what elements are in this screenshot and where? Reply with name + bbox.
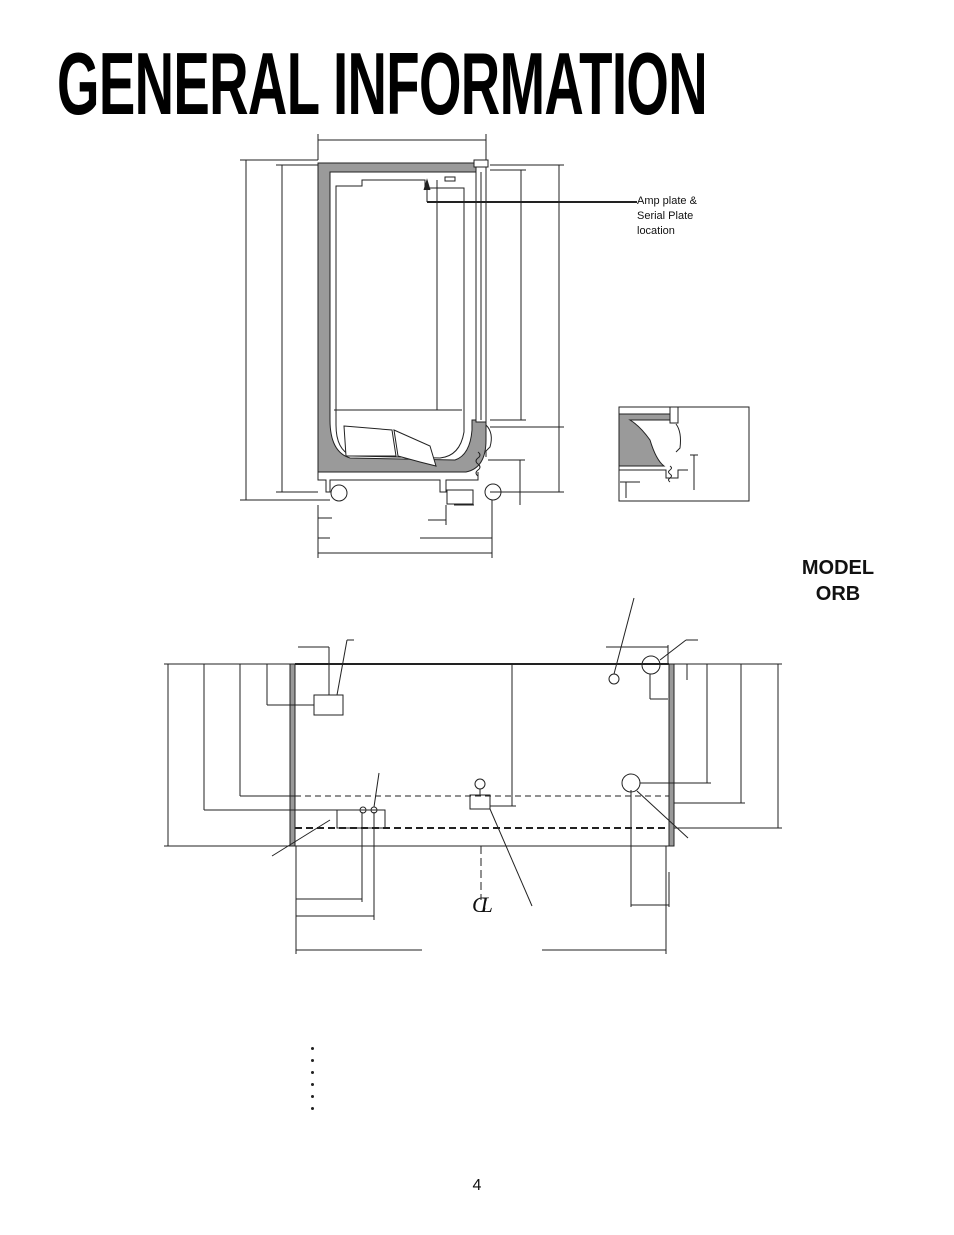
bullet: [311, 1095, 314, 1098]
vent-hole-top: [641, 655, 661, 675]
model-word: MODEL: [801, 557, 875, 579]
plan-view-drawing: [164, 597, 782, 954]
leveling-leg: [330, 484, 348, 502]
bullet-list: [311, 1047, 314, 1119]
cabinet-wall: [317, 162, 487, 473]
electrical-box: [313, 694, 344, 716]
page-title: GENERAL INFORMATION: [57, 34, 708, 133]
bullet: [311, 1107, 314, 1110]
cabinet-base: [317, 472, 479, 493]
ice-scoop-2: [393, 429, 437, 467]
side-view-drawing: [240, 134, 637, 558]
amp-plate: [444, 176, 456, 182]
model-label: MODEL ORB: [786, 555, 890, 607]
left-side-panel: [289, 663, 296, 847]
bullet: [311, 1047, 314, 1050]
plan-outline: [289, 663, 675, 847]
right-side-panel: [668, 663, 675, 847]
callout-line-3: location: [637, 225, 675, 237]
drain-fitting: [446, 489, 474, 505]
amp-plate-callout: Amp plate & Serial Plate location: [637, 194, 697, 239]
centerline-symbol: CL: [472, 892, 493, 917]
small-hole-top: [608, 673, 620, 685]
ice-scoop: [343, 425, 397, 457]
model-code: ORB: [815, 583, 861, 605]
page-number: 4: [472, 1177, 482, 1194]
callout-line-1: Amp plate &: [637, 195, 697, 207]
bullet: [311, 1071, 314, 1074]
detail-inset: [618, 406, 750, 502]
bin-liner: [335, 179, 465, 459]
bullet: [311, 1059, 314, 1062]
vent-hole-side: [621, 773, 641, 793]
drain-plan: [469, 794, 491, 810]
callout-line-2: Serial Plate: [637, 210, 694, 222]
bullet: [311, 1083, 314, 1086]
